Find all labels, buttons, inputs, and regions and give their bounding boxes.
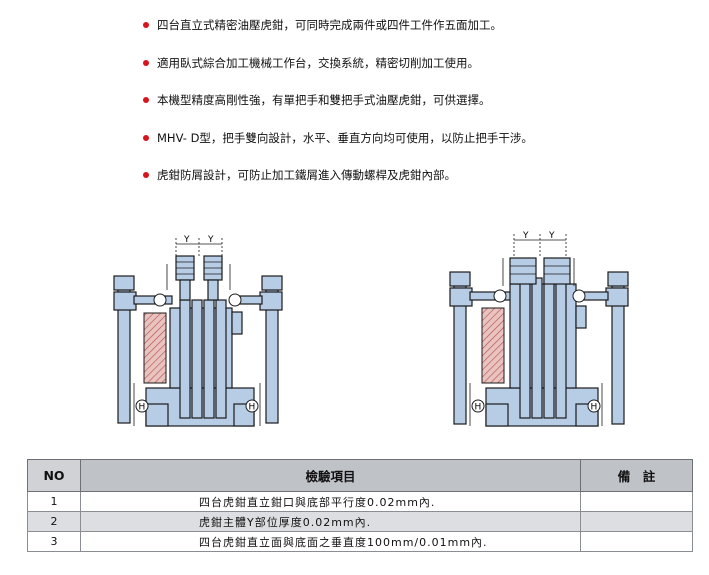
dial-gauge-right-icon	[228, 293, 242, 307]
row-note	[580, 491, 693, 512]
column-header-no: NO	[27, 459, 81, 492]
height-marker-left-icon	[471, 399, 485, 413]
bullet-dot-icon	[143, 22, 149, 28]
handle-neck-left	[179, 279, 191, 301]
vise-plate-1	[519, 277, 531, 419]
dimension-y-label: Y	[548, 231, 555, 241]
row-note	[580, 511, 693, 532]
right-column-cap	[607, 271, 629, 287]
vise-diagram-double-handle: Y Y H H	[449, 231, 629, 427]
dimension-y-label: Y	[522, 231, 529, 241]
height-marker-right-icon	[587, 399, 601, 413]
table-row: 1 四台虎鉗直立鉗口與底部平行度0.02mm內.	[27, 491, 693, 512]
column-header-item: 檢驗項目	[80, 459, 581, 492]
height-marker-label: H	[249, 403, 256, 413]
vise-diagram-single-handle: Y Y H H	[113, 235, 283, 427]
row-number: 2	[27, 511, 81, 532]
workpiece-hatched	[481, 307, 505, 384]
height-marker-right-icon	[245, 399, 259, 413]
dimension-y-label: Y	[207, 235, 214, 245]
height-marker-label: H	[475, 403, 482, 413]
bullet-dot-icon	[143, 97, 149, 103]
feature-text: MHV- D型，把手雙向設計，水平、垂直方向均可使用，以防止把手干涉。	[157, 130, 533, 145]
vise-plate-3	[203, 299, 215, 419]
vise-plate-2	[531, 277, 543, 419]
bullet-dot-icon	[143, 134, 149, 141]
left-gauge-bar	[133, 295, 173, 305]
height-marker-label: H	[139, 403, 146, 413]
right-clamp-block	[605, 287, 629, 307]
table-row: 3 四台虎鉗直立面與底面之垂直度100mm/0.01mm內.	[27, 531, 693, 552]
left-column-cap	[449, 271, 471, 287]
workpiece-hatched	[143, 312, 167, 384]
height-marker-label: H	[591, 403, 598, 413]
handle-neck-right	[207, 279, 219, 301]
table-row: 2 虎鉗主體Y部位厚度0.02mm內.	[27, 511, 693, 532]
side-block-right	[575, 305, 587, 329]
base-step-left	[485, 403, 509, 427]
feature-item: 虎鉗防屑設計，可防止加工鐵屑進入傳動螺桿及虎鉗內部。	[140, 167, 700, 205]
right-column-cap	[261, 275, 283, 291]
feature-item: 適用臥式綜合加工機械工作台，交換系統，精密切削加工使用。	[140, 55, 700, 93]
feature-item: MHV- D型，把手雙向設計，水平、垂直方向均可使用，以防止把手干涉。	[140, 130, 700, 168]
feature-item: 四台直立式精密油壓虎鉗，可同時完成兩件或四件工件作五面加工。	[140, 17, 700, 55]
feature-item: 本機型精度高剛性強，有單把手和雙把手式油壓虎鉗，可供選擇。	[140, 92, 700, 130]
double-handle-left	[509, 257, 537, 285]
row-number: 3	[27, 531, 81, 552]
feature-text: 適用臥式綜合加工機械工作台，交換系統，精密切削加工使用。	[157, 55, 479, 70]
dial-gauge-right-icon	[572, 289, 586, 303]
vise-plate-4	[215, 299, 227, 419]
vise-plate-1	[179, 299, 191, 419]
dial-gauge-left-icon	[153, 293, 167, 307]
left-clamp-block	[113, 291, 137, 311]
row-note	[580, 531, 693, 552]
double-handle-right	[543, 257, 571, 285]
inspection-table: NO 檢驗項目 備 註 1 四台虎鉗直立鉗口與底部平行度0.02mm內. 2 虎…	[27, 459, 693, 552]
base-step-left	[145, 403, 169, 427]
right-clamp-block	[259, 291, 283, 311]
side-block-right	[231, 311, 243, 335]
table-header-row: NO 檢驗項目 備 註	[27, 459, 693, 492]
feature-list: 四台直立式精密油壓虎鉗，可同時完成兩件或四件工件作五面加工。 適用臥式綜合加工機…	[140, 17, 700, 205]
left-column-cap	[113, 275, 135, 291]
dial-gauge-left-icon	[493, 289, 507, 303]
inspection-item: 四台虎鉗直立面與底面之垂直度100mm/0.01mm內.	[80, 531, 581, 552]
dimension-y-label: Y	[183, 235, 190, 245]
bullet-dot-icon	[143, 59, 149, 66]
left-clamp-block	[449, 287, 473, 307]
feature-text: 四台直立式精密油壓虎鉗，可同時完成兩件或四件工件作五面加工。	[157, 18, 502, 32]
height-marker-left-icon	[135, 399, 149, 413]
vise-plate-4	[555, 277, 567, 419]
vise-plate-3	[543, 277, 555, 419]
feature-text: 虎鉗防屑設計，可防止加工鐵屑進入傳動螺桿及虎鉗內部。	[157, 168, 456, 182]
row-number: 1	[27, 491, 81, 512]
feature-text: 本機型精度高剛性強，有單把手和雙把手式油壓虎鉗，可供選擇。	[157, 93, 491, 107]
column-header-note: 備 註	[580, 459, 693, 492]
inspection-item: 四台虎鉗直立鉗口與底部平行度0.02mm內.	[80, 491, 581, 512]
bullet-dot-icon	[143, 172, 149, 178]
inspection-item: 虎鉗主體Y部位厚度0.02mm內.	[80, 511, 581, 532]
vise-plate-2	[191, 299, 203, 419]
